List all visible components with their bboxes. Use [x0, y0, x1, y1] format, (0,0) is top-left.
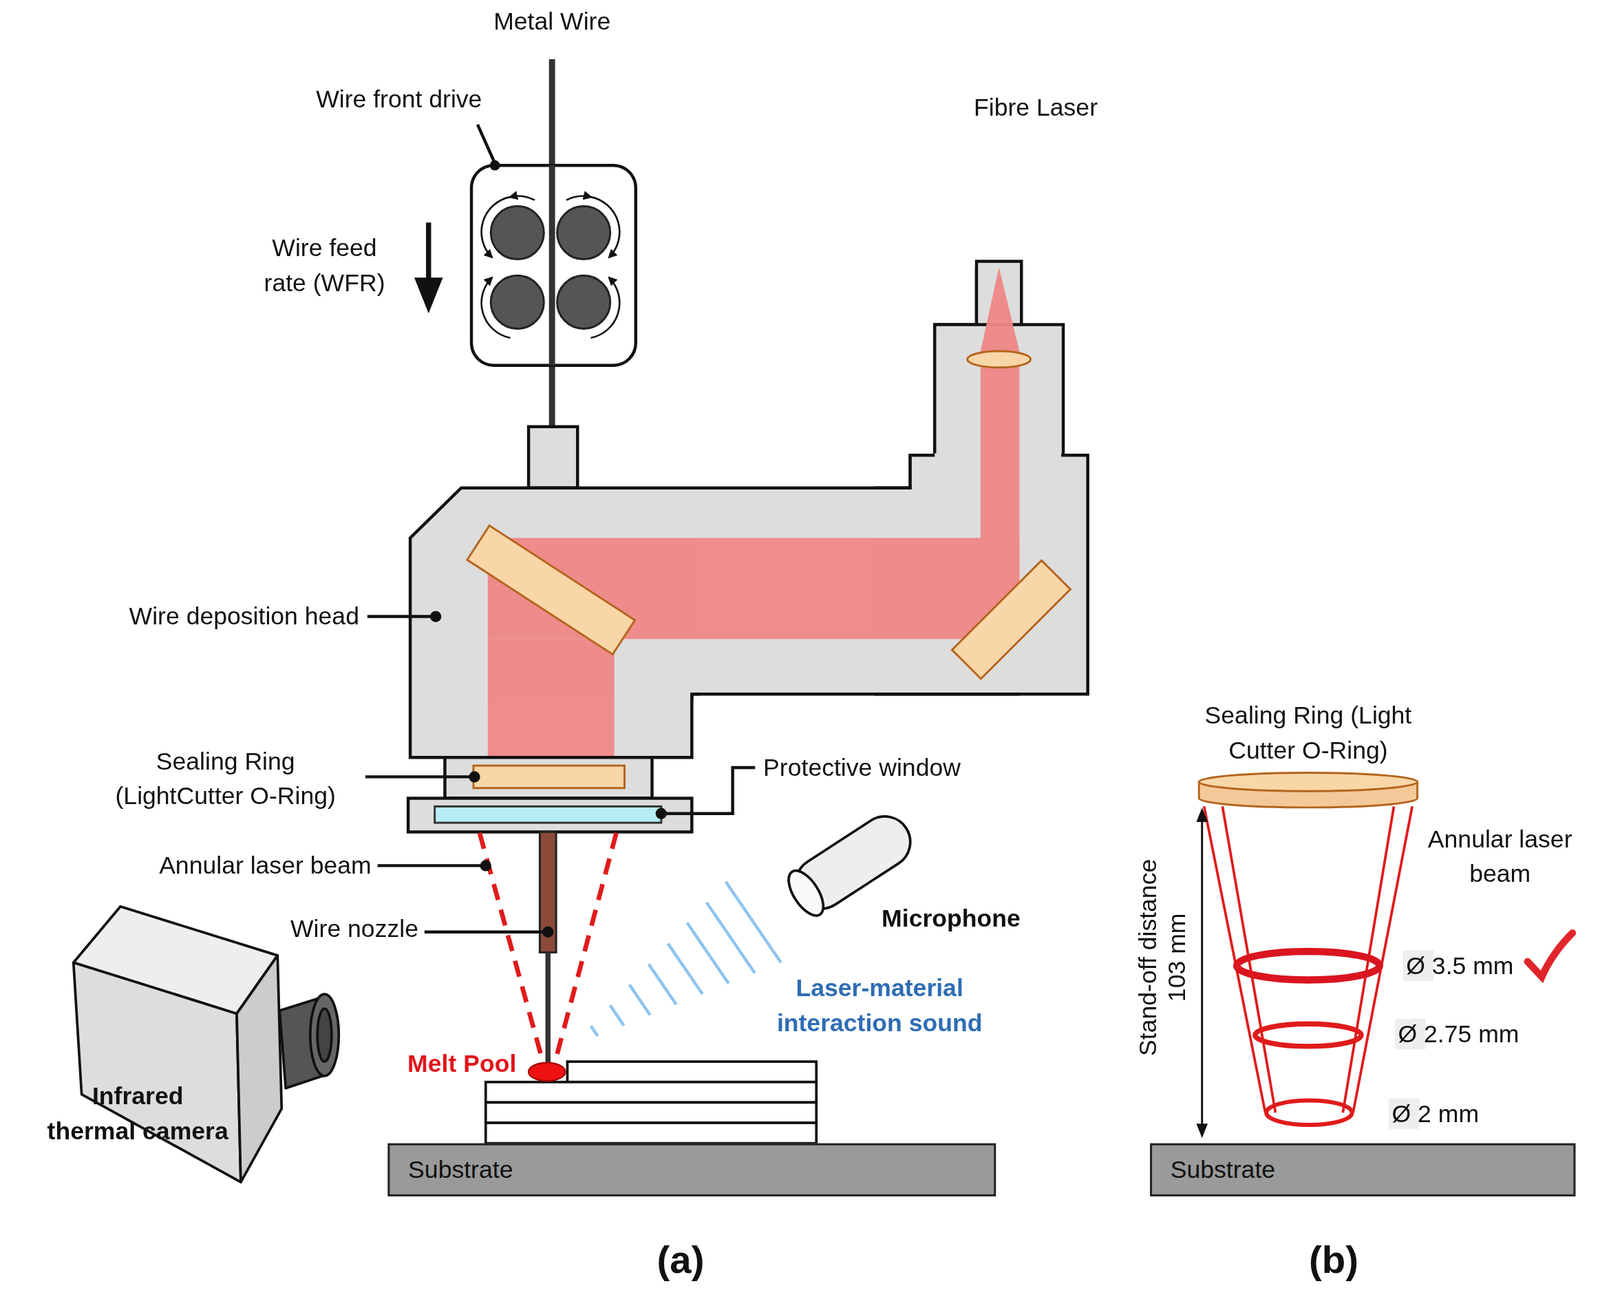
dimension-label: 103 mm — [1162, 913, 1192, 1002]
substrate-block: Substrate — [1149, 1143, 1576, 1197]
part-label: Protective window — [763, 750, 961, 785]
part-label: Sealing Ring (LightCutter O-Ring) — [103, 743, 349, 814]
feed-arrow — [425, 222, 431, 307]
panel-label: (b) — [1308, 1234, 1359, 1285]
microphone — [781, 806, 921, 921]
dimension-label: Stand-off distance — [1133, 858, 1163, 1056]
laser-beam — [487, 267, 1020, 771]
diameter-label: Ø 3.5 mm — [1405, 948, 1514, 983]
check-mark — [1527, 932, 1573, 977]
sound-wave — [668, 943, 703, 994]
part-label: Wire front drive — [315, 81, 482, 117]
melt-pool — [528, 1062, 565, 1082]
sound-wave — [610, 1004, 625, 1025]
part-label: Metal Wire — [493, 4, 611, 39]
sensor-label: Microphone — [881, 900, 1021, 936]
signal-label: Laser-material interaction sound — [756, 970, 1002, 1040]
part-label: Wire deposition head — [129, 598, 360, 634]
part-label: Annular laser beam — [1410, 821, 1589, 892]
sealing-ring-b — [1198, 772, 1417, 807]
deposited-layers — [485, 1061, 817, 1144]
sound-wave — [629, 984, 651, 1015]
sound-wave — [648, 963, 677, 1005]
diameter-label: Ø 2 mm — [1392, 1096, 1480, 1131]
sound-wave — [726, 881, 782, 963]
annular-beam — [479, 832, 617, 1062]
sealing-ring — [473, 765, 625, 788]
part-label: Wire nozzle — [290, 911, 419, 946]
substrate-label: Substrate — [389, 1154, 994, 1184]
mirror — [467, 525, 636, 655]
metal-wire — [549, 59, 556, 429]
wire-drive — [471, 165, 636, 366]
mirror — [951, 560, 1071, 679]
panel-label: (a) — [657, 1234, 705, 1285]
substrate-label: Substrate — [1152, 1154, 1574, 1184]
wire-nozzle — [539, 831, 557, 952]
protective-window — [434, 805, 662, 823]
dimension-line — [1200, 809, 1203, 1135]
parameter-label: Wire feed rate (WFR) — [247, 230, 401, 301]
sound-wave — [687, 922, 729, 984]
part-label: Annular laser beam — [158, 847, 372, 883]
sensor-label: Infrared thermal camera — [44, 1078, 231, 1148]
part-label: Sealing Ring (Light Cutter O-Ring) — [1185, 697, 1431, 768]
leader-lines — [365, 616, 755, 932]
roller-arrows — [481, 196, 621, 338]
melt-pool-label: Melt Pool — [407, 1046, 517, 1081]
sound-waves — [591, 881, 782, 1036]
substrate-block: Substrate — [387, 1143, 996, 1197]
part-label: Fibre Laser — [973, 89, 1098, 124]
diameter-label: Ø 2.75 mm — [1397, 1016, 1519, 1051]
drive-rollers — [490, 206, 610, 329]
sound-wave — [591, 1025, 599, 1036]
annular-cone — [1204, 805, 1413, 1125]
